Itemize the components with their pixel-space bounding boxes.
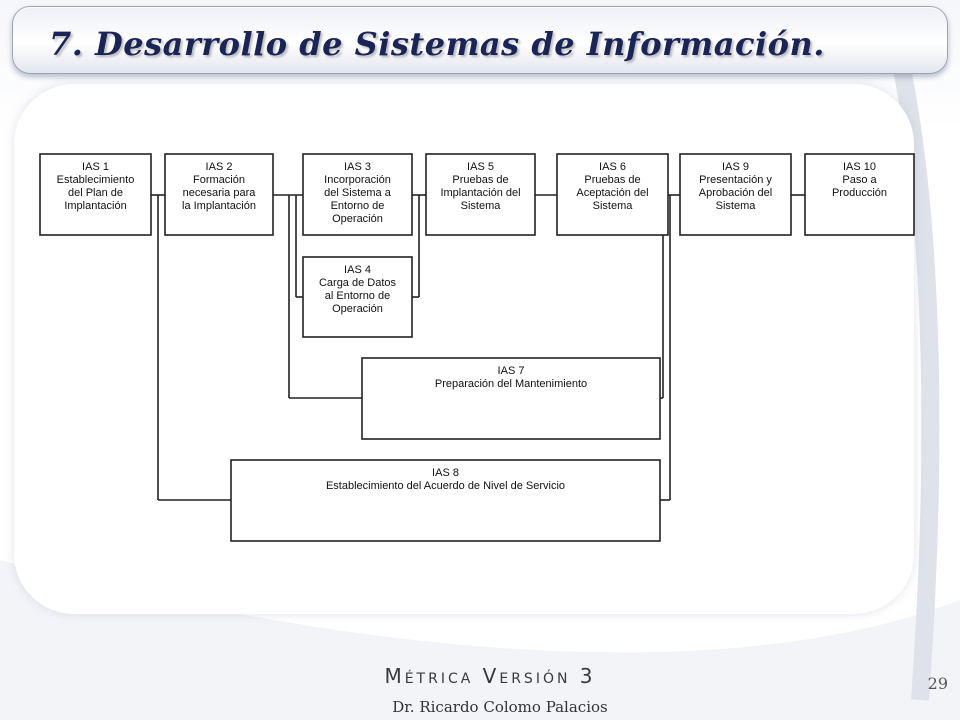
node-label-line: IAS 8 — [432, 467, 459, 479]
node-label-line: IAS 1 — [82, 161, 109, 173]
node-label-line: Entorno de — [331, 200, 385, 212]
node-box — [679, 153, 792, 236]
node-box — [804, 153, 915, 236]
node-label-line: Operación — [332, 303, 383, 315]
node-label-line: al Entorno de — [325, 290, 390, 302]
node-label-line: IAS 4 — [344, 264, 371, 276]
footer-author: Dr. Ricardo Colomo Palacios — [392, 698, 608, 716]
node-label-line: la Implantación — [182, 200, 256, 212]
connector-lines — [151, 194, 805, 501]
node-label-line: Preparación del Mantenimiento — [435, 378, 587, 390]
node-box — [164, 153, 274, 236]
node-label-line: Pruebas de — [452, 174, 508, 186]
node-label-line: Sistema — [461, 200, 502, 212]
node-label-line: IAS 10 — [843, 161, 876, 173]
node-label-line: Carga de Datos — [319, 277, 397, 289]
node-label-line: del Plan de — [68, 187, 123, 199]
node-label-line: Establecimiento del Acuerdo de Nivel de … — [326, 480, 565, 492]
node-box — [302, 256, 413, 338]
node-label-line: Implantación del — [440, 187, 520, 199]
footer-title: Métrica Versión 3 — [384, 664, 596, 688]
node-label-line: Pruebas de — [584, 174, 640, 186]
node-box — [425, 153, 536, 236]
node-box — [39, 153, 152, 236]
page-number: 29 — [927, 674, 948, 693]
node-label-line: Presentación y — [699, 174, 772, 186]
node-label-line: IAS 7 — [498, 365, 525, 377]
node-label-line: Sistema — [593, 200, 634, 212]
node-label-line: IAS 3 — [344, 161, 371, 173]
node-label-line: Producción — [832, 187, 887, 199]
node-box — [302, 153, 413, 236]
node-box — [230, 459, 661, 542]
slide-title: 7. Desarrollo de Sistemas de Información… — [49, 25, 825, 63]
node-label-line: IAS 6 — [599, 161, 626, 173]
node-label-line: Implantación — [64, 200, 126, 212]
node-label-line: Establecimiento — [57, 174, 135, 186]
node-label-line: Sistema — [716, 200, 757, 212]
title-bar: 7. Desarrollo de Sistemas de Información… — [12, 6, 948, 74]
node-box — [556, 153, 669, 236]
node-label-line: del Sistema a — [324, 187, 392, 199]
node-label-line: IAS 9 — [722, 161, 749, 173]
node-label-line: IAS 5 — [467, 161, 494, 173]
node-label-line: Incorporación — [324, 174, 391, 186]
node-label-line: necesaria para — [183, 187, 257, 199]
node-label-line: Aceptación del — [576, 187, 648, 199]
node-label-line: Paso a — [842, 174, 877, 186]
node-label-line: Aprobación del — [699, 187, 772, 199]
node-label-line: IAS 2 — [206, 161, 233, 173]
node-label-line: Operación — [332, 213, 383, 225]
node-box — [361, 357, 661, 440]
node-label-line: Formación — [193, 174, 245, 186]
